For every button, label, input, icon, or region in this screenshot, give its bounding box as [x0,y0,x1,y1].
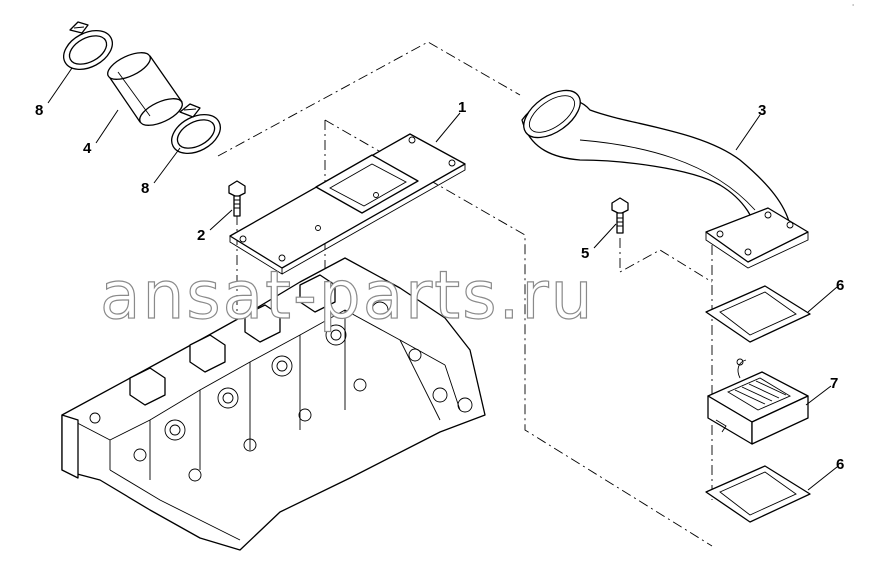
callout-4: 4 [83,140,92,157]
cylinder-head [61,257,486,551]
callout-8-lower: 8 [141,180,149,197]
gasket-upper [705,285,811,343]
hose-clamp-lower [171,103,221,154]
bolt-right [611,197,629,234]
callout-6-upper: 6 [836,277,844,294]
callout-3: 3 [758,102,766,119]
callout-8-upper: 8 [35,102,43,119]
callout-5: 5 [581,245,589,262]
callout-1: 1 [458,99,466,116]
watermark-text: ansat-parts.ru [100,257,594,334]
hose-clamp-upper [63,21,113,70]
callout-6-lower: 6 [836,456,844,473]
callout-labels: 8 4 8 2 1 3 5 6 7 6 [35,99,844,473]
leader-lines [47,67,838,491]
corner-mark: ° [852,4,855,10]
gasket-lower [705,465,811,523]
grid-heater [707,358,809,445]
bolt-left [228,180,246,217]
callout-2: 2 [197,227,205,244]
hose-sleeve [107,52,183,126]
callout-7: 7 [830,375,838,392]
intake-cover-plate [229,133,466,275]
intake-pipe [521,89,809,269]
